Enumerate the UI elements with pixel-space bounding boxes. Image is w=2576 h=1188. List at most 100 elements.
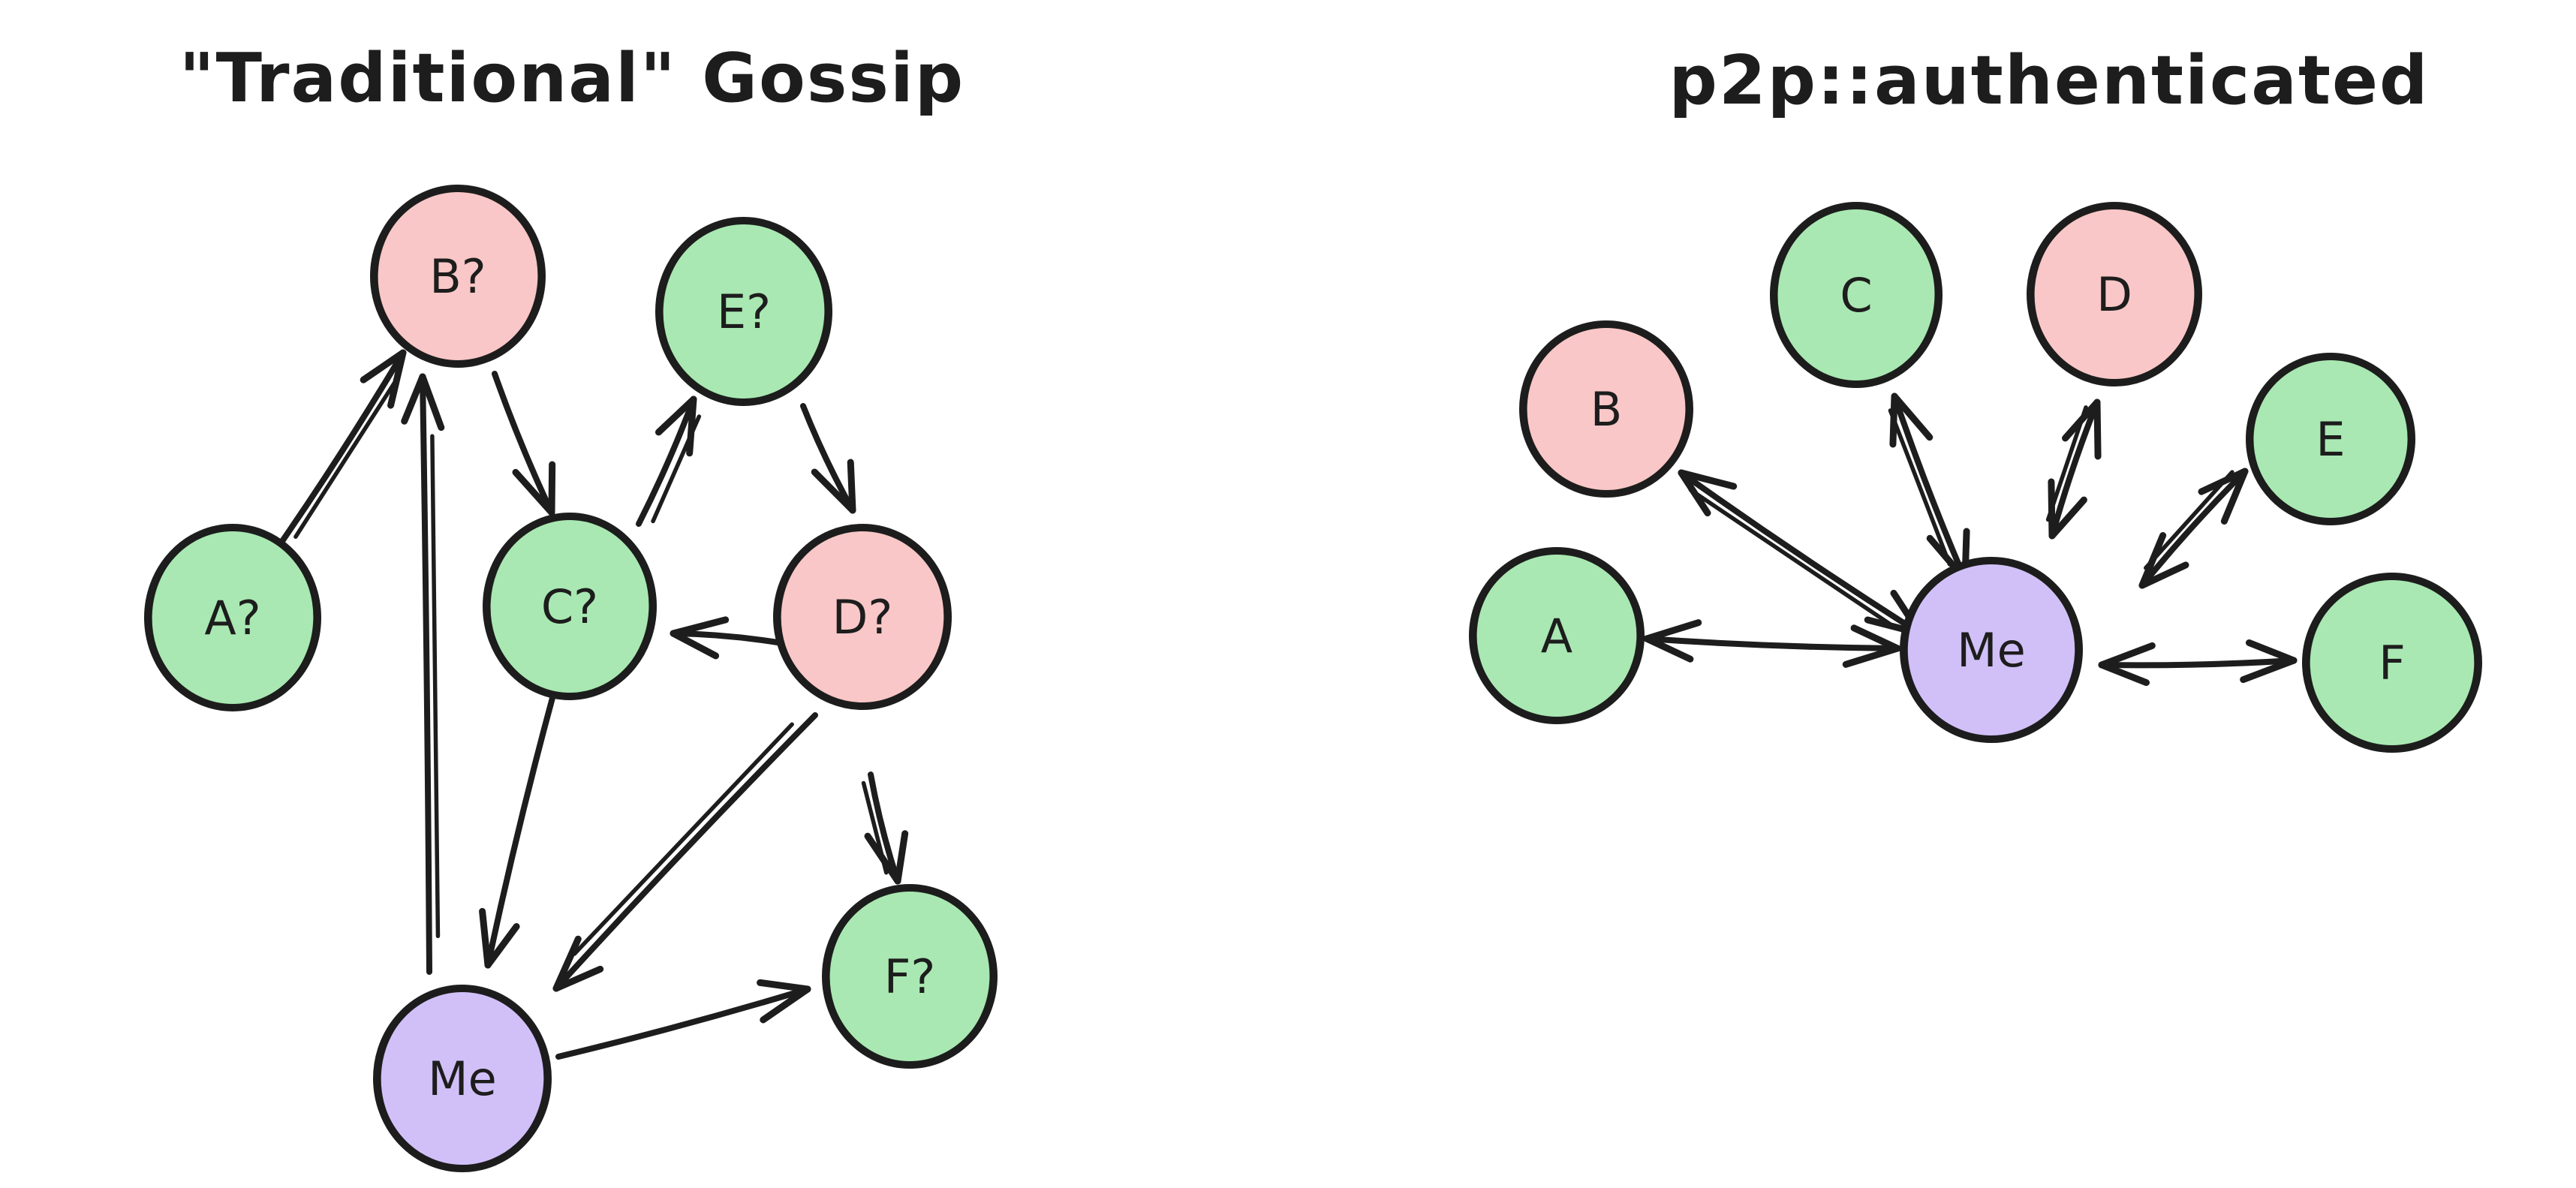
edge-line-sketch-pass xyxy=(1688,488,1894,627)
c-to-me-arrowhead xyxy=(479,907,492,969)
edge-line-sketch-pass xyxy=(293,374,401,539)
edge-line xyxy=(1644,636,1900,651)
node-p2p-authenticated-b: B xyxy=(1519,320,1693,498)
node-p2p-authenticated-d: D xyxy=(2027,202,2202,386)
edge-p2p-authenticated-me-and-c xyxy=(1888,392,1970,583)
edge-line xyxy=(553,712,818,991)
me-to-f-arrowhead xyxy=(760,985,811,1024)
nodes-layer: B? E? A? C? D? F? Me BC D E A F Me xyxy=(144,185,2482,1172)
node-circle-sketch-pass xyxy=(1474,549,1639,722)
edge-traditional-gossip-me-to-b xyxy=(401,373,445,975)
edge-line xyxy=(420,374,432,975)
node-circle-sketch-pass xyxy=(1524,323,1688,495)
node-label-p2p-authenticated-d: D xyxy=(2096,267,2132,322)
edge-p2p-authenticated-me-and-a xyxy=(1643,619,1901,668)
e-to-d-arrowhead xyxy=(847,459,856,514)
edge-line xyxy=(800,403,856,513)
c-to-me-arrowhead xyxy=(484,923,520,969)
node-p2p-authenticated-me: Me xyxy=(1900,557,2083,743)
edge-line xyxy=(636,396,697,527)
edge-traditional-gossip-d-to-c xyxy=(670,616,781,660)
me-and-d-arrowhead xyxy=(2093,399,2102,460)
e-to-d-arrowhead xyxy=(811,468,856,514)
node-circle-sketch-pass xyxy=(375,187,540,365)
d-to-f-arrowhead xyxy=(864,832,901,885)
me-and-e-arrowhead xyxy=(2220,468,2249,525)
node-label-traditional-gossip-a: A? xyxy=(204,591,260,645)
node-traditional-gossip-c: C? xyxy=(483,513,657,700)
me-and-f-arrowhead xyxy=(2098,642,2156,669)
edge-p2p-authenticated-me-and-b xyxy=(1678,469,1924,637)
node-label-traditional-gossip-f: F? xyxy=(884,949,936,1004)
me-to-b-arrowhead xyxy=(401,373,426,425)
node-traditional-gossip-f: F? xyxy=(822,884,998,1069)
node-traditional-gossip-e: E? xyxy=(655,217,832,406)
me-and-d-arrowhead xyxy=(2062,399,2101,442)
me-and-e-arrowhead xyxy=(2138,561,2189,589)
edge-traditional-gossip-d-to-f xyxy=(861,771,909,885)
a-to-b-arrowhead xyxy=(387,349,407,409)
edge-line xyxy=(278,350,406,546)
me-and-e-arrowhead xyxy=(2198,468,2249,495)
edge-line xyxy=(555,986,811,1060)
edge-traditional-gossip-a-to-b xyxy=(278,349,407,546)
node-traditional-gossip-a: A? xyxy=(144,524,321,711)
edge-traditional-gossip-me-to-f xyxy=(555,979,811,1060)
node-traditional-gossip-b: B? xyxy=(370,185,546,368)
node-label-p2p-authenticated-me: Me xyxy=(1957,623,2026,678)
me-and-d-arrowhead xyxy=(2048,478,2056,540)
node-p2p-authenticated-a: A xyxy=(1469,547,1645,724)
node-circle-sketch-pass xyxy=(827,886,992,1066)
node-label-traditional-gossip-e: E? xyxy=(717,284,771,339)
edge-line xyxy=(2139,468,2248,588)
edge-p2p-authenticated-me-and-d xyxy=(2045,399,2102,540)
node-label-traditional-gossip-c: C? xyxy=(541,579,598,634)
edge-p2p-authenticated-me-and-e xyxy=(2138,468,2249,589)
edge-traditional-gossip-d-to-me xyxy=(552,712,818,992)
node-p2p-authenticated-c: C xyxy=(1770,202,1943,388)
me-and-a-arrowhead xyxy=(1842,645,1901,668)
node-circle-sketch-pass xyxy=(2307,575,2477,750)
d-to-c-arrowhead xyxy=(670,616,730,637)
node-circle-sketch-pass xyxy=(149,526,316,709)
edge-line-sketch-pass xyxy=(572,722,794,956)
edge-traditional-gossip-b-to-c xyxy=(492,371,556,516)
d-to-c-arrowhead xyxy=(670,630,720,660)
edge-line xyxy=(2099,657,2297,669)
edge-line xyxy=(492,371,555,516)
me-and-c-arrowhead xyxy=(1891,392,1934,441)
node-label-p2p-authenticated-f: F xyxy=(2379,636,2406,690)
edges-layer xyxy=(278,349,2298,1060)
edge-line xyxy=(2049,399,2100,539)
me-and-a-arrowhead xyxy=(1643,635,1694,663)
node-p2p-authenticated-e: E xyxy=(2246,353,2415,525)
node-circle-sketch-pass xyxy=(1775,204,1937,386)
node-label-traditional-gossip-d: D? xyxy=(832,590,893,645)
edge-p2p-authenticated-me-and-f xyxy=(2098,639,2298,687)
c-to-e-arrowhead xyxy=(686,395,697,457)
edge-line-sketch-pass xyxy=(2144,470,2234,570)
me-to-b-arrowhead xyxy=(419,373,445,432)
node-traditional-gossip-me: Me xyxy=(373,985,552,1172)
node-traditional-gossip-d: D? xyxy=(773,524,952,710)
node-circle-sketch-pass xyxy=(378,987,546,1170)
node-circle-sketch-pass xyxy=(661,219,827,404)
me-and-e-arrowhead xyxy=(2138,532,2167,589)
node-circle-sketch-pass xyxy=(1905,559,2078,741)
me-and-d-arrowhead xyxy=(2048,496,2087,540)
me-and-f-arrowhead xyxy=(2240,657,2298,684)
c-to-e-arrowhead xyxy=(655,395,697,436)
me-and-a-arrowhead xyxy=(1643,619,1702,642)
node-circle-sketch-pass xyxy=(778,526,946,708)
right-panel-title: p2p::authenticated xyxy=(1669,41,2430,120)
node-circle-sketch-pass xyxy=(2251,355,2410,523)
me-and-a-arrowhead xyxy=(1850,624,1901,652)
node-circle-sketch-pass xyxy=(2032,204,2197,384)
me-and-f-arrowhead xyxy=(2098,661,2150,687)
node-label-traditional-gossip-me: Me xyxy=(428,1051,497,1106)
d-to-me-arrowhead xyxy=(552,935,582,992)
left-panel-title: "Traditional" Gossip xyxy=(179,39,964,118)
edge-line-sketch-pass xyxy=(430,434,441,939)
